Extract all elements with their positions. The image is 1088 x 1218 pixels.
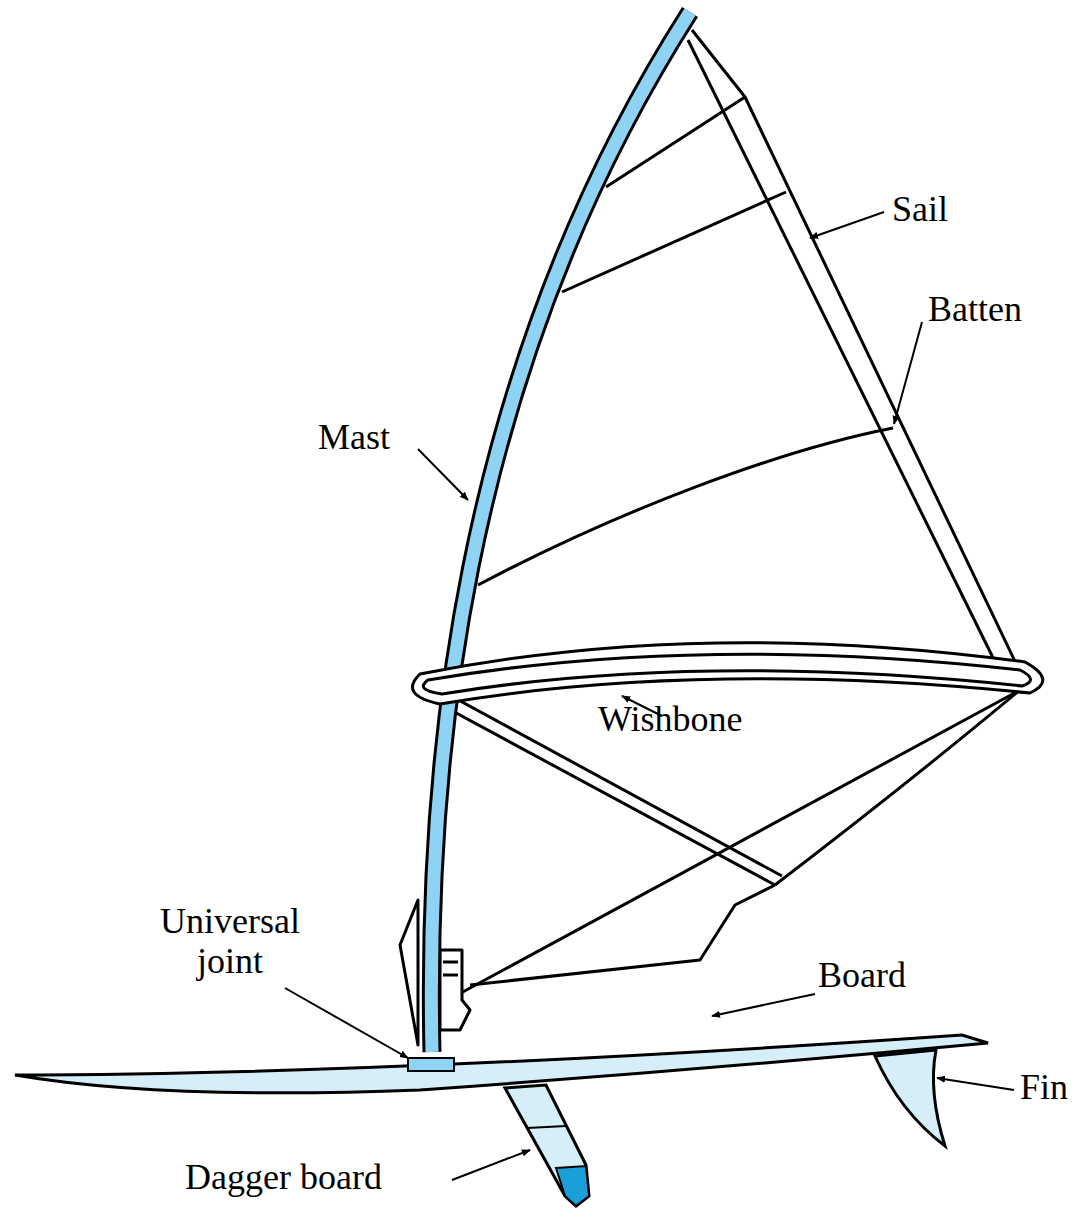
batten-label: Batten	[928, 290, 1022, 330]
sail-label: Sail	[892, 190, 948, 230]
dagger-board-tip	[556, 1166, 589, 1206]
dagger-board-label: Dagger board	[185, 1158, 382, 1198]
leader-lines	[285, 212, 1014, 1180]
wishbone	[412, 643, 1042, 704]
universal-joint	[408, 1058, 454, 1071]
mast	[431, 12, 690, 1052]
wishbone-label: Wishbone	[598, 700, 743, 740]
board-label: Board	[818, 956, 906, 996]
universal-joint-label: Universal joint	[130, 902, 330, 981]
board	[15, 1035, 988, 1093]
dagger-board	[505, 1085, 589, 1206]
dagger-board-line	[527, 1126, 566, 1128]
fin	[875, 1050, 945, 1146]
fin-label: Fin	[1020, 1068, 1068, 1108]
mast-label: Mast	[318, 418, 390, 458]
sail	[400, 30, 1022, 1045]
mast-outline	[431, 12, 690, 1052]
